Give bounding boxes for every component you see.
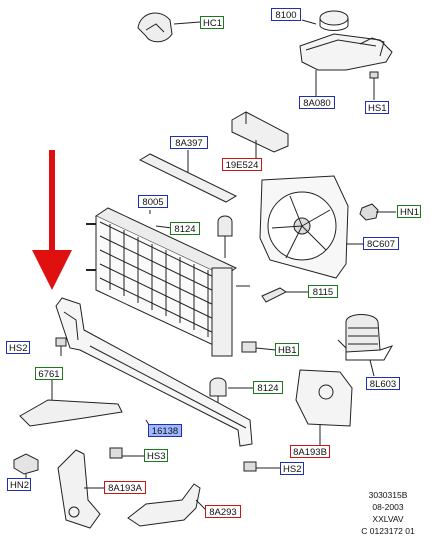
label-8a293[interactable]: 8A293 [205, 505, 241, 518]
nut-part [359, 203, 396, 221]
expansion-tank [299, 33, 393, 96]
label-16138[interactable]: 16138 [148, 424, 182, 437]
label-8100[interactable]: 8100 [271, 8, 301, 21]
bracket-6761 [19, 380, 123, 427]
nut-hn2 [13, 453, 39, 478]
bush-part [337, 314, 394, 377]
label-8a080[interactable]: 8A080 [299, 96, 335, 109]
label-hn1[interactable]: HN1 [397, 205, 421, 218]
deflector-part [231, 111, 289, 158]
label-hn2[interactable]: HN2 [7, 478, 31, 491]
label-19e524[interactable]: 19E524 [222, 158, 262, 171]
bolt-hs3 [109, 447, 144, 459]
reference-date: 08-2003 [372, 502, 404, 512]
radiator-core [86, 207, 238, 357]
label-8115[interactable]: 8115 [308, 285, 338, 298]
cap-part [319, 10, 349, 31]
label-8l603[interactable]: 8L603 [366, 377, 400, 390]
label-8124-lower[interactable]: 8124 [253, 381, 283, 394]
mount-lower [209, 377, 254, 408]
label-8a193a[interactable]: 8A193A [104, 481, 146, 494]
bolt-hs2-left [55, 337, 67, 356]
label-6761[interactable]: 6761 [35, 367, 63, 380]
clip-part [137, 12, 201, 43]
bolt-hb1 [241, 341, 277, 353]
reference-code: 3030315B [368, 490, 408, 500]
label-8a397[interactable]: 8A397 [170, 136, 208, 149]
reference-id: C 0123172 01 [361, 526, 415, 536]
label-hs2-right[interactable]: HS2 [280, 462, 304, 475]
label-hs2-left[interactable]: HS2 [6, 341, 30, 354]
label-hb1[interactable]: HB1 [275, 343, 299, 356]
bracket-8a193b [295, 369, 353, 446]
bracket-8a293 [127, 483, 207, 527]
mount-top [217, 215, 233, 258]
label-hs1[interactable]: HS1 [365, 101, 389, 114]
label-8a193b[interactable]: 8A193B [290, 445, 330, 458]
seal-part [138, 150, 238, 203]
screw-part [369, 71, 379, 100]
label-hc1[interactable]: HC1 [200, 16, 224, 29]
fan-shroud [259, 175, 349, 279]
bolt-hs2-right [243, 461, 280, 472]
bolt-part [261, 287, 308, 303]
label-8005[interactable]: 8005 [138, 195, 168, 208]
label-8c607[interactable]: 8C607 [363, 237, 399, 250]
pointer-arrow [32, 150, 72, 290]
label-hs3[interactable]: HS3 [144, 449, 168, 462]
support-rail [55, 297, 253, 447]
reference-variant: XXLVAV [372, 514, 404, 524]
bracket-8a193a [57, 449, 104, 529]
label-8124-upper[interactable]: 8124 [170, 222, 200, 235]
